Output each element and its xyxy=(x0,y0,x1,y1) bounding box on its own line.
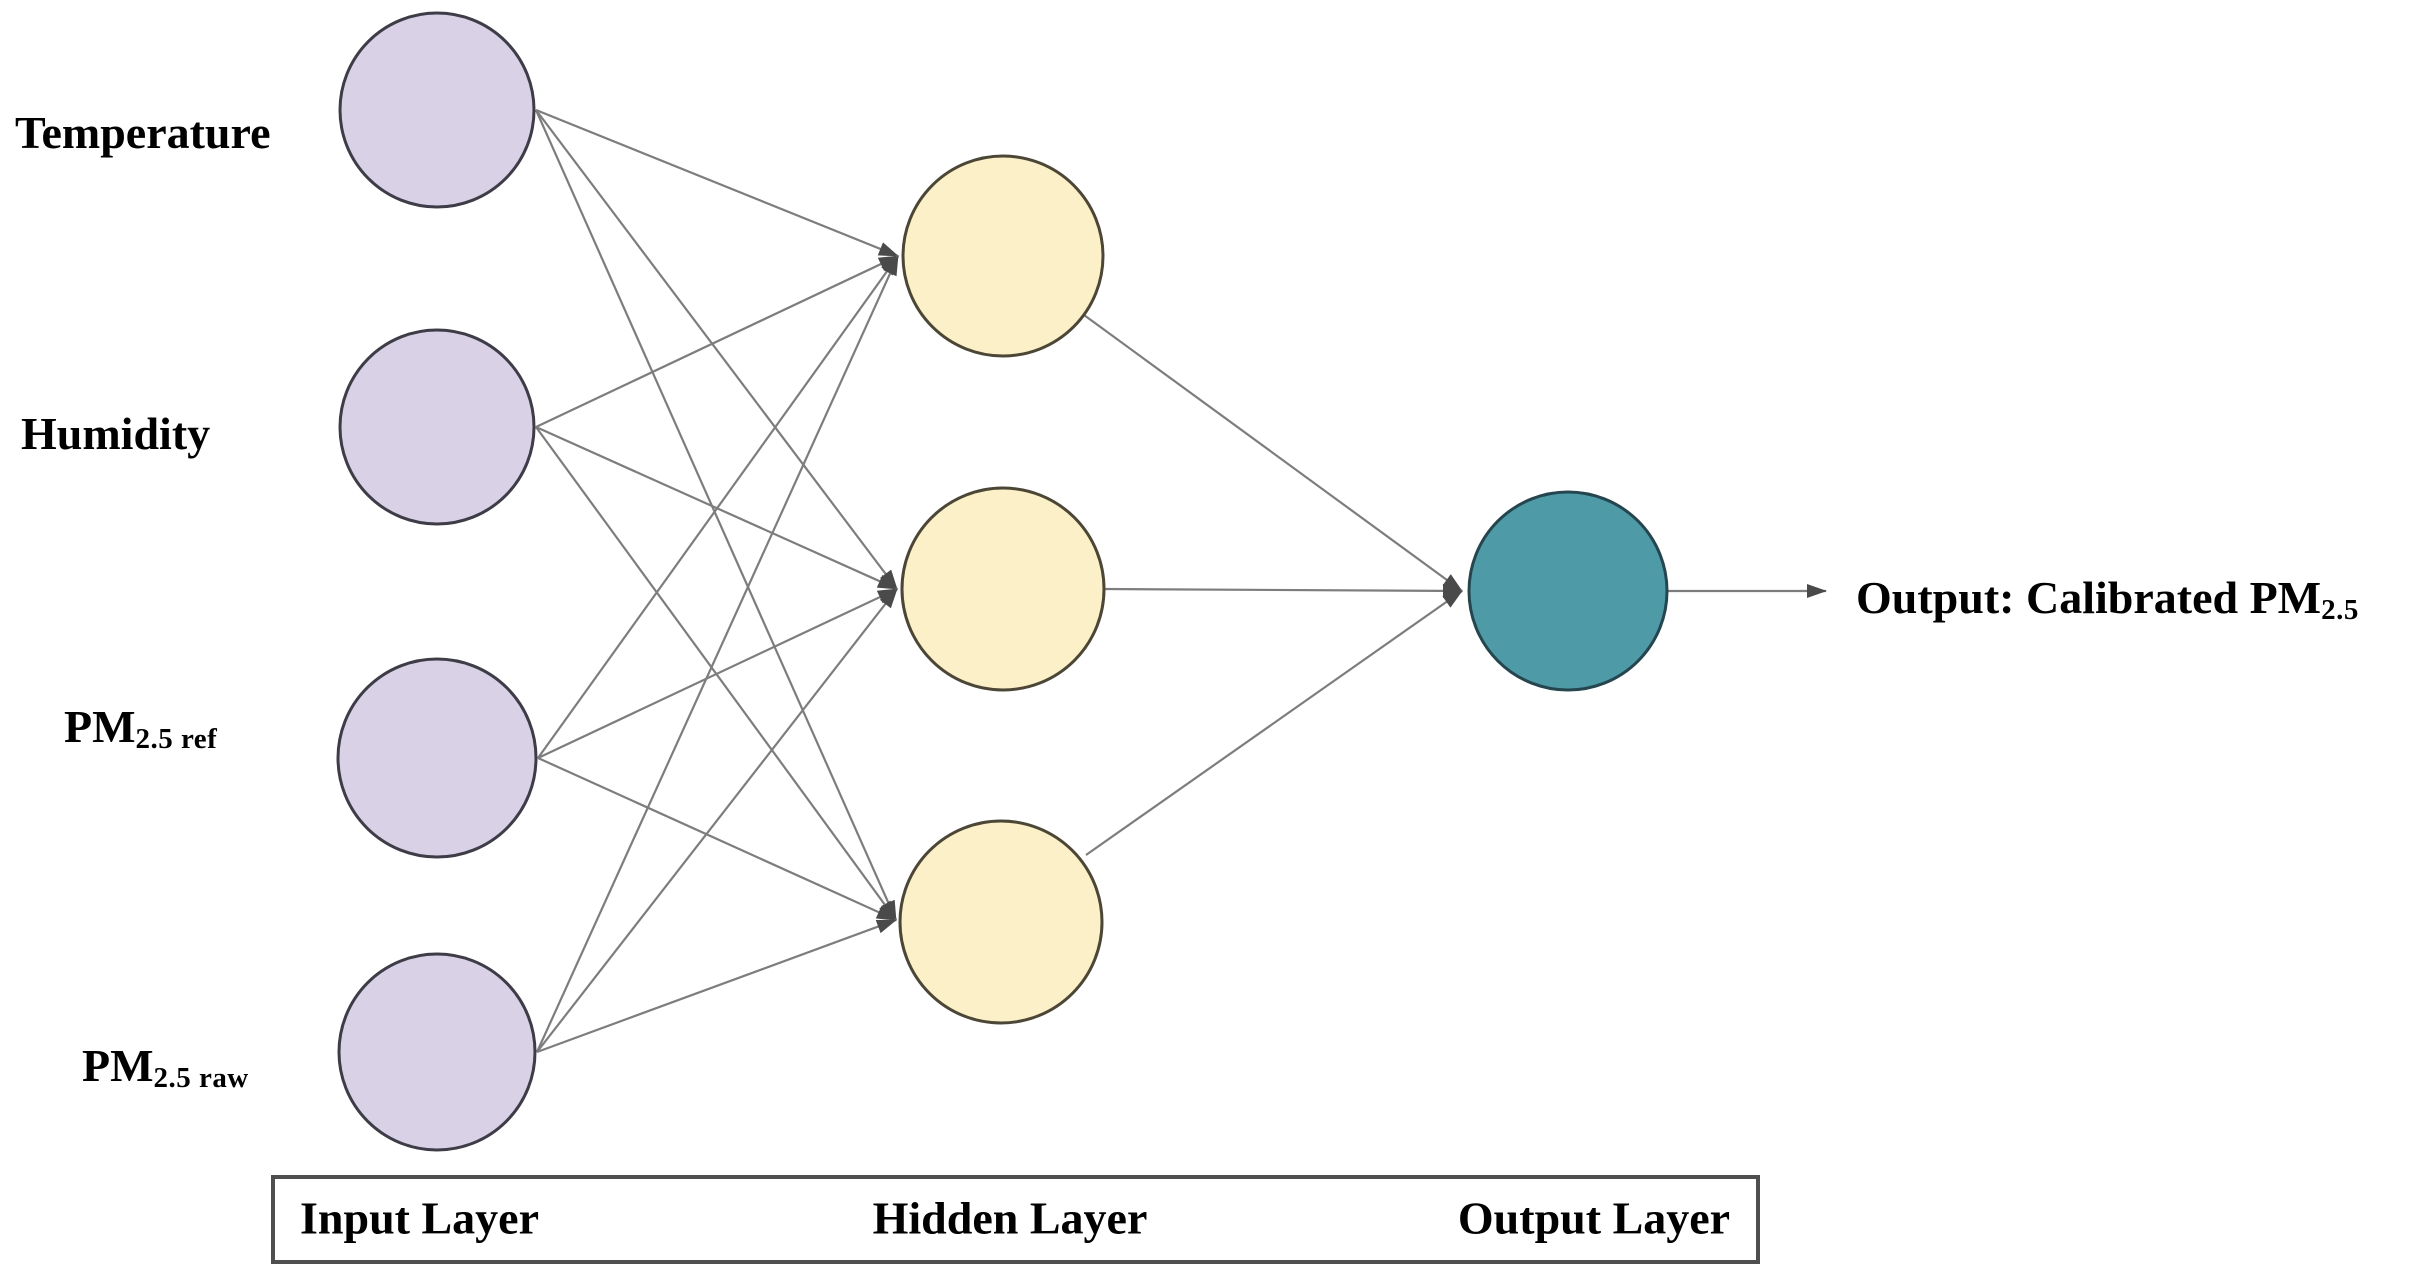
input-node-temperature xyxy=(338,11,536,209)
edge-input3-hidden3 xyxy=(537,756,897,922)
hidden-node-2 xyxy=(900,486,1106,692)
edge-hidden3-output xyxy=(1085,590,1463,856)
input-label-humidity-text: Humidity xyxy=(21,408,211,459)
input-node-pm25-raw xyxy=(337,952,537,1152)
output-node xyxy=(1467,490,1669,692)
input-label-temperature-text: Temperature xyxy=(15,107,271,158)
layer-label-output: Output Layer xyxy=(1457,1191,1731,1243)
hidden-output-edges xyxy=(1083,314,1463,856)
hidden-layer-nodes xyxy=(898,154,1106,1025)
edge-hidden2-output xyxy=(1103,583,1463,598)
input-label-pm25-raw-text: PM xyxy=(82,1040,154,1091)
edge-input3-hidden1 xyxy=(537,255,899,759)
edge-input4-hidden3 xyxy=(536,918,897,1054)
input-label-temperature: Temperature xyxy=(15,107,271,165)
input-label-pm25-raw-sub: 2.5 raw xyxy=(153,1062,249,1095)
layer-label-hidden: Hidden Layer xyxy=(872,1191,1148,1243)
output-label-text: Output: Calibrated PM xyxy=(1856,572,2322,623)
edge-input1-hidden1 xyxy=(535,108,899,258)
input-label-pm25-raw: PM2.5 raw xyxy=(82,1040,249,1098)
edge-input4-hidden2 xyxy=(536,588,898,1053)
input-node-humidity xyxy=(338,328,536,526)
edge-input1-hidden3 xyxy=(534,109,898,921)
edge-input3-hidden2 xyxy=(537,588,898,759)
edge-input1-hidden2 xyxy=(535,109,898,590)
output-label: Output: Calibrated PM2.5 xyxy=(1856,572,2359,630)
hidden-node-3 xyxy=(898,819,1104,1025)
input-label-pm25-ref: PM2.5 ref xyxy=(64,701,217,759)
edge-hidden1-output xyxy=(1083,314,1463,592)
input-label-pm25-ref-text: PM xyxy=(64,701,136,752)
input-layer-nodes xyxy=(336,11,538,1152)
hidden-node-1 xyxy=(901,154,1105,358)
edge-input2-hidden1 xyxy=(535,255,899,428)
edge-input4-hidden1 xyxy=(535,255,900,1053)
layer-label-input: Input Layer xyxy=(300,1191,539,1243)
layer-legend-bar: Input Layer Hidden Layer Output Layer xyxy=(271,1175,1760,1264)
input-node-pm25-ref xyxy=(336,657,538,859)
input-label-humidity: Humidity xyxy=(21,408,210,466)
output-label-sub: 2.5 xyxy=(2321,594,2359,627)
input-hidden-edges xyxy=(534,108,900,1054)
input-label-pm25-ref-sub: 2.5 ref xyxy=(135,723,218,756)
